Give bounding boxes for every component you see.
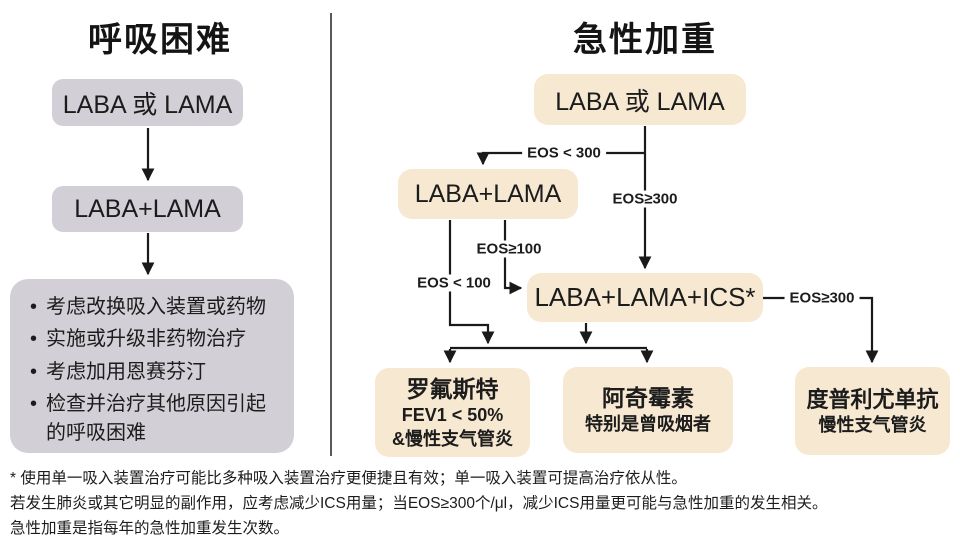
recommendation-item: 实施或升级非药物治疗 (30, 325, 282, 353)
recommendation-item: 检查并治疗其他原因引起的呼吸困难 (30, 390, 282, 447)
left-box-laba-or-lama: LABA 或 LAMA (52, 79, 243, 126)
recommendation-item: 考虑加用恩赛芬汀 (30, 358, 282, 386)
left-section-title: 呼吸困难 (88, 21, 232, 59)
outcome-line: 慢性支气管炎 (818, 414, 927, 435)
recommendation-item: 考虑改换吸入装置或药物 (30, 293, 282, 321)
label-eos-lt-300: EOS < 300 (522, 144, 606, 162)
outcome-line: 特别是曾吸烟者 (585, 414, 711, 435)
bullet-icon (30, 293, 37, 321)
left-recommendations-box: 考虑改换吸入装置或药物 实施或升级非药物治疗 考虑加用恩赛芬汀 检查并治疗其他原… (10, 279, 294, 453)
footnote-line: 若发生肺炎或其它明显的副作用，应考虑减少ICS用量；当EOS≥300个/μl，减… (10, 495, 828, 512)
left-box-laba-plus-lama: LABA+LAMA (52, 186, 243, 232)
outcome-box-dupilumab: 度普利尤单抗 慢性支气管炎 (795, 367, 950, 455)
label-eos-lt-100: EOS < 100 (412, 274, 496, 292)
recommendation-text: 检查并治疗其他原因引起的呼吸困难 (46, 393, 267, 444)
right-box-laba-or-lama: LABA 或 LAMA (534, 74, 746, 125)
right-box-laba-lama-ics: LABA+LAMA+ICS* (527, 273, 763, 322)
outcome-title: 度普利尤单抗 (806, 386, 939, 412)
outcome-title: 罗氟斯特 (406, 375, 499, 402)
section-divider (330, 13, 332, 456)
footnotes: * 使用单一吸入装置治疗可能比多种吸入装置治疗更便捷且有效；单一吸入装置可提高治… (10, 466, 955, 541)
footnote-line: 急性加重是指每年的急性加重发生次数。 (10, 520, 290, 537)
outcome-box-roflumilast: 罗氟斯特 FEV1 < 50% &慢性支气管炎 (375, 368, 530, 457)
bullet-icon (30, 325, 37, 353)
arrow-eos-ge300-right (763, 296, 879, 364)
right-section-title: 急性加重 (573, 21, 717, 59)
arrow-eos-lt100 (448, 220, 495, 345)
bullet-icon (30, 358, 37, 386)
outcome-line: FEV1 < 50% (401, 404, 504, 425)
label-eos-ge-300: EOS≥300 (607, 190, 683, 208)
recommendation-text: 实施或升级非药物治疗 (46, 328, 247, 351)
label-eos-ge-300-right: EOS≥300 (784, 289, 860, 307)
outcome-title: 阿奇霉素 (602, 384, 694, 411)
recommendation-text: 考虑加用恩赛芬汀 (46, 360, 207, 383)
outcome-box-azithromycin: 阿奇霉素 特别是曾吸烟者 (563, 367, 733, 453)
recommendation-text: 考虑改换吸入装置或药物 (46, 296, 267, 318)
footnote-line: * 使用单一吸入装置治疗可能比多种吸入装置治疗更便捷且有效；单一吸入装置可提高治… (10, 470, 687, 487)
outcome-line: &慢性支气管炎 (392, 428, 513, 449)
label-eos-ge-100: EOS≥100 (471, 240, 547, 258)
right-box-laba-plus-lama: LABA+LAMA (398, 169, 578, 219)
bullet-icon (30, 390, 37, 447)
